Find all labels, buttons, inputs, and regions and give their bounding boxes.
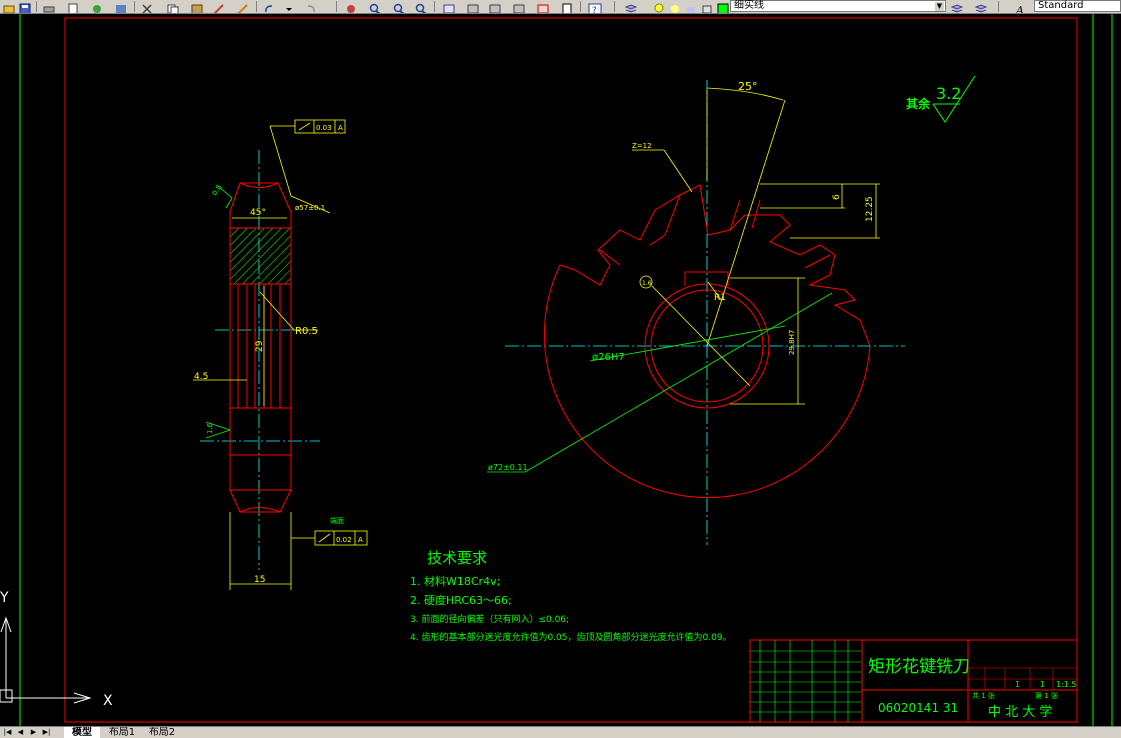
side-section-view: 45° ø57±0.1 0.03 A 0.8 R0.5 29 4.5 1.6 1… [193, 119, 368, 590]
gtol-frame-bottom [314, 530, 368, 546]
copy-icon[interactable] [166, 0, 180, 13]
layer-on-icon[interactable] [652, 0, 666, 13]
chevron-down-icon[interactable]: ▼ [935, 2, 944, 11]
dim-298-label: 29.8H7 [788, 330, 796, 355]
ucs-y-label: Y [0, 590, 9, 606]
markup-icon[interactable] [536, 0, 550, 13]
quantity2-value: 1 [1040, 680, 1045, 689]
layout-tab-bar: |◀ ◀ ▶ ▶| 模型 布局1 布局2 [0, 726, 1121, 738]
layer-freeze-icon[interactable] [668, 0, 682, 13]
zoom-previous-icon[interactable] [414, 0, 428, 13]
redo-icon[interactable] [304, 0, 318, 13]
roughness-16-label: 1.6 [206, 422, 214, 434]
teeth-count-label: Z=12 [632, 142, 652, 150]
tab-layout1[interactable]: 布局1 [108, 727, 136, 738]
help-icon[interactable]: ? [588, 0, 602, 14]
gtol-bottom-datum: A [358, 536, 363, 544]
gtol-frame-top [294, 119, 346, 134]
chamfer-angle-label: 45° [250, 208, 266, 218]
next-tab-icon[interactable]: ▶ [30, 728, 37, 736]
school-name: 中 北 大 学 [988, 704, 1052, 720]
notes-title: 技术要求 [427, 549, 487, 567]
text-style-combo-value: Standard [1038, 0, 1084, 11]
dim-15-label: 15 [254, 575, 265, 585]
save-icon[interactable] [18, 0, 32, 13]
title-block: 矩形花键铣刀 06020141 31 中 北 大 学 1:1.5 1 1 共 1… [749, 639, 1078, 723]
pan-icon[interactable] [344, 0, 358, 13]
design-center-icon[interactable] [466, 0, 480, 13]
text-style-combo[interactable]: Standard [1034, 0, 1121, 12]
angle-25-label: 25° [738, 80, 758, 93]
tool-palette-icon[interactable] [488, 0, 502, 13]
part-name: 矩形花键铣刀 [868, 657, 970, 677]
sheet-number: 第 1 张 [1035, 691, 1058, 700]
cut-icon[interactable] [140, 0, 154, 13]
technical-notes: 技术要求 1. 材料W18Cr4v; 2. 硬度HRC63～66; 3. 前面的… [410, 549, 732, 643]
roughness-08-label: 0.8 [211, 183, 223, 197]
dim-72-label: ø72±0.11 [488, 463, 528, 472]
gtol-bottom-value: 0.02 [336, 536, 352, 544]
properties-icon[interactable] [442, 0, 456, 13]
dim-26h7-label: ø26H7 [592, 352, 625, 363]
note-line-2: 2. 硬度HRC63～66; [410, 593, 512, 607]
diameter-57-label: ø57±0.1 [295, 204, 325, 212]
dim-1225-label: 12.25 [865, 196, 875, 222]
drawing-canvas[interactable]: 45° ø57±0.1 0.03 A 0.8 R0.5 29 4.5 1.6 1… [0, 14, 1121, 726]
publish-icon[interactable] [90, 0, 104, 13]
quantity-value: 1 [1015, 680, 1020, 689]
svg-text:A: A [1015, 4, 1024, 14]
ucs-icon: Y [0, 590, 100, 720]
sheet-info: 共 1 张 [972, 691, 995, 700]
undo-dropdown-icon[interactable] [282, 0, 296, 12]
first-tab-icon[interactable]: |◀ [3, 728, 12, 736]
layer-color-icon [716, 0, 730, 13]
layer-combo[interactable]: 细实线 ▼ [730, 0, 946, 12]
preview-icon[interactable] [66, 0, 80, 13]
svg-text:?: ? [592, 6, 597, 14]
block-editor-icon[interactable] [236, 0, 250, 13]
scale-value: 1:1.5 [1056, 680, 1077, 689]
ucs-x-label: X [103, 693, 113, 709]
dim-29-label: 29 [255, 340, 265, 352]
sheet-set-icon[interactable] [512, 0, 526, 13]
zoom-window-icon[interactable] [392, 0, 406, 13]
layer-lock-icon[interactable] [684, 0, 698, 13]
layer-manager-icon[interactable] [624, 0, 638, 13]
sheet-frame [19, 14, 1113, 726]
layer-plot-icon[interactable] [700, 0, 714, 13]
tab-model[interactable]: 模型 [64, 727, 100, 738]
standard-toolbar: ? 细实线 ▼ A Standard [0, 0, 1121, 14]
roughness-other-label: 其余 [906, 96, 931, 111]
print-icon[interactable] [42, 0, 56, 13]
layer-previous-icon[interactable] [974, 0, 988, 13]
text-style-icon[interactable]: A [1014, 0, 1028, 14]
datum-label: 端面 [330, 516, 344, 525]
plot-icon[interactable] [114, 0, 128, 13]
prev-tab-icon[interactable]: ◀ [17, 728, 24, 736]
calculator-icon[interactable] [560, 0, 574, 13]
layer-combo-value: 细实线 [734, 0, 764, 11]
gtol-top-datum: A [338, 124, 343, 132]
open-icon[interactable] [2, 0, 16, 13]
radius-05-label: R0.5 [295, 326, 318, 337]
paste-icon[interactable] [190, 0, 204, 13]
zoom-realtime-icon[interactable] [368, 0, 382, 13]
gtol-top-value: 0.03 [316, 124, 332, 132]
roughness-other-value: 3.2 [936, 84, 961, 103]
roughness-bore-label: 1.6 [642, 280, 652, 287]
note-line-4: 4. 齿形的基本部分迷光度允许值为0.05，齿顶及圆角部分迷光度允许值为0.09… [410, 631, 732, 643]
last-tab-icon[interactable]: ▶| [42, 728, 51, 736]
note-line-1: 1. 材料W18Cr4v; [410, 574, 500, 588]
tab-layout2[interactable]: 布局2 [148, 727, 176, 738]
dim-6-label: 6 [832, 194, 842, 200]
undo-icon[interactable] [262, 0, 276, 13]
dim-45-label: 4.5 [194, 372, 208, 382]
note-line-3: 3. 前面的径向偏差（只有网入）≤0.06; [410, 613, 569, 625]
roughness-other-symbol: 其余 3.2 [906, 75, 976, 123]
front-view: 25° Z=12 6 12.25 R1 29.8H7 1.6 ø26H7 ø72… [487, 80, 905, 545]
drawing-number: 06020141 31 [878, 701, 958, 715]
make-current-layer-icon[interactable] [950, 0, 964, 13]
match-properties-icon[interactable] [212, 0, 226, 13]
